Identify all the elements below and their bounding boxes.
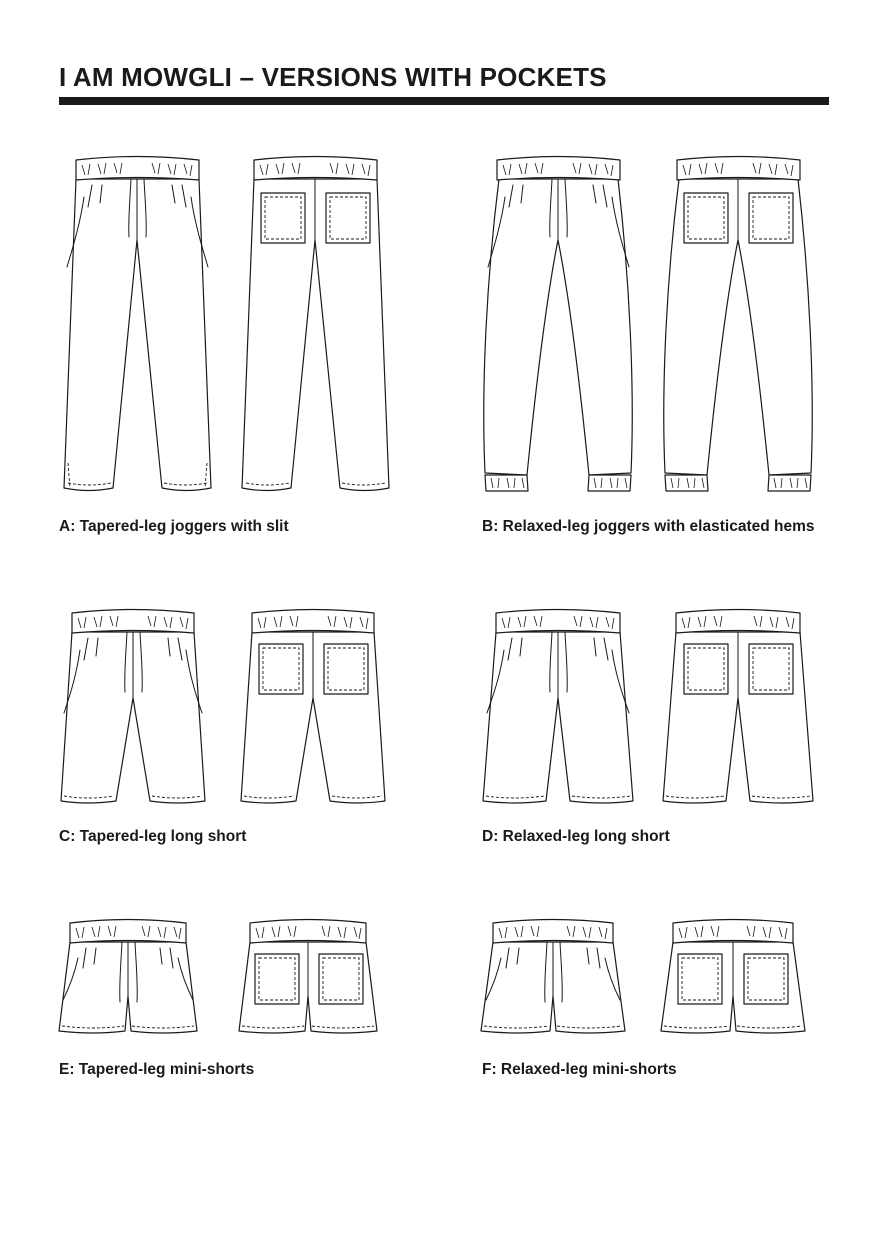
version-c-caption: C: Tapered-leg long short: [59, 828, 247, 845]
page-title: I AM MOWGLI – VERSIONS WITH POCKETS: [59, 62, 607, 92]
title-rule: [59, 97, 829, 105]
version-e-front-view: [58, 918, 200, 1040]
version-e-caption: E: Tapered-leg mini-shorts: [59, 1061, 255, 1078]
version-a-caption: A: Tapered-leg joggers with slit: [59, 518, 289, 535]
version-b-front-view: [481, 155, 636, 497]
version-a-back-view: [238, 155, 393, 497]
version-f-front-view: [480, 918, 626, 1040]
version-e-back-view: [238, 918, 380, 1040]
version-c-back-view: [238, 608, 388, 808]
version-a-front-view: [60, 155, 215, 497]
version-c-front-view: [58, 608, 208, 808]
version-f-back-view: [660, 918, 806, 1040]
version-b-caption: B: Relaxed-leg joggers with elasticated …: [482, 518, 815, 535]
version-d-caption: D: Relaxed-leg long short: [482, 828, 670, 845]
version-d-back-view: [660, 608, 816, 808]
version-d-front-view: [480, 608, 636, 808]
version-b-back-view: [661, 155, 816, 497]
version-f-caption: F: Relaxed-leg mini-shorts: [482, 1061, 677, 1078]
